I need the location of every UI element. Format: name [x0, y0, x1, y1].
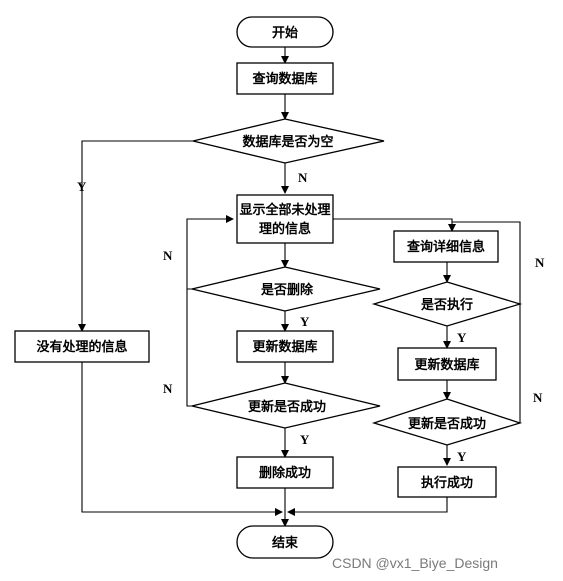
update-left-yes-label: Y [300, 432, 310, 447]
delete-yes-label: Y [300, 314, 310, 329]
update-success-left-decision: 更新是否成功 [191, 382, 381, 429]
show-unprocessed-label-line1: 显示全部未处理 [239, 202, 330, 218]
delete-no-label: N [163, 248, 173, 263]
edge-empty-yes [78, 140, 193, 332]
watermark: CSDN @vx1_Biye_Design [332, 555, 498, 571]
execute-decision: 是否执行 [371, 281, 523, 327]
execute-yes-label: Y [457, 330, 467, 345]
update-success-left-label: 更新是否成功 [248, 399, 326, 415]
edge-execute-success-to-end [287, 497, 448, 516]
update-db-left-label: 更新数据库 [252, 339, 317, 355]
db-empty-decision: 数据库是否为空 [192, 118, 385, 164]
update-right-yes-label: Y [457, 449, 467, 464]
edge-update-left-no [186, 289, 192, 407]
update-success-right-decision: 更新是否成功 [371, 398, 523, 446]
no-unprocessed-label: 没有处理的信息 [36, 339, 127, 355]
no-unprocessed-node: 没有处理的信息 [14, 330, 150, 363]
update-left-no-label: N [163, 381, 173, 396]
delete-decision: 是否删除 [191, 266, 381, 312]
delete-check-label: 是否删除 [260, 282, 314, 298]
update-success-right-label: 更新是否成功 [408, 416, 486, 432]
query-db-label: 查询数据库 [251, 71, 317, 87]
update-db-right-label: 更新数据库 [414, 357, 479, 373]
execute-success-node: 执行成功 [397, 466, 497, 498]
start-label: 开始 [272, 25, 298, 41]
end-node: 结束 [236, 525, 334, 559]
show-unprocessed-node: 显示全部未处理 理的信息 [236, 194, 334, 244]
end-label: 结束 [272, 535, 299, 551]
execute-no-label: N [535, 255, 545, 270]
connectors [78, 47, 521, 527]
delete-success-node: 删除成功 [236, 456, 334, 489]
query-detail-node: 查询详细信息 [393, 230, 499, 263]
db-empty-yes-label: Y [77, 179, 87, 194]
edge-delete-no [186, 215, 234, 290]
delete-success-label: 删除成功 [259, 465, 311, 481]
update-db-left-node: 更新数据库 [236, 330, 334, 363]
edge-execute-no [452, 221, 521, 304]
execute-check-label: 是否执行 [420, 297, 473, 313]
show-unprocessed-label-line2: 理的信息 [259, 221, 311, 237]
db-empty-label: 数据库是否为空 [242, 134, 333, 150]
start-node: 开始 [236, 16, 334, 48]
edge-show-to-query-detail [333, 218, 456, 232]
update-right-no-label: N [533, 390, 543, 405]
db-empty-no-label: N [298, 170, 308, 185]
query-db-node: 查询数据库 [236, 62, 334, 95]
edge-no-info-to-end [81, 362, 283, 516]
execute-success-label: 执行成功 [421, 475, 473, 491]
update-db-right-node: 更新数据库 [397, 347, 497, 381]
query-detail-label: 查询详细信息 [406, 239, 485, 255]
